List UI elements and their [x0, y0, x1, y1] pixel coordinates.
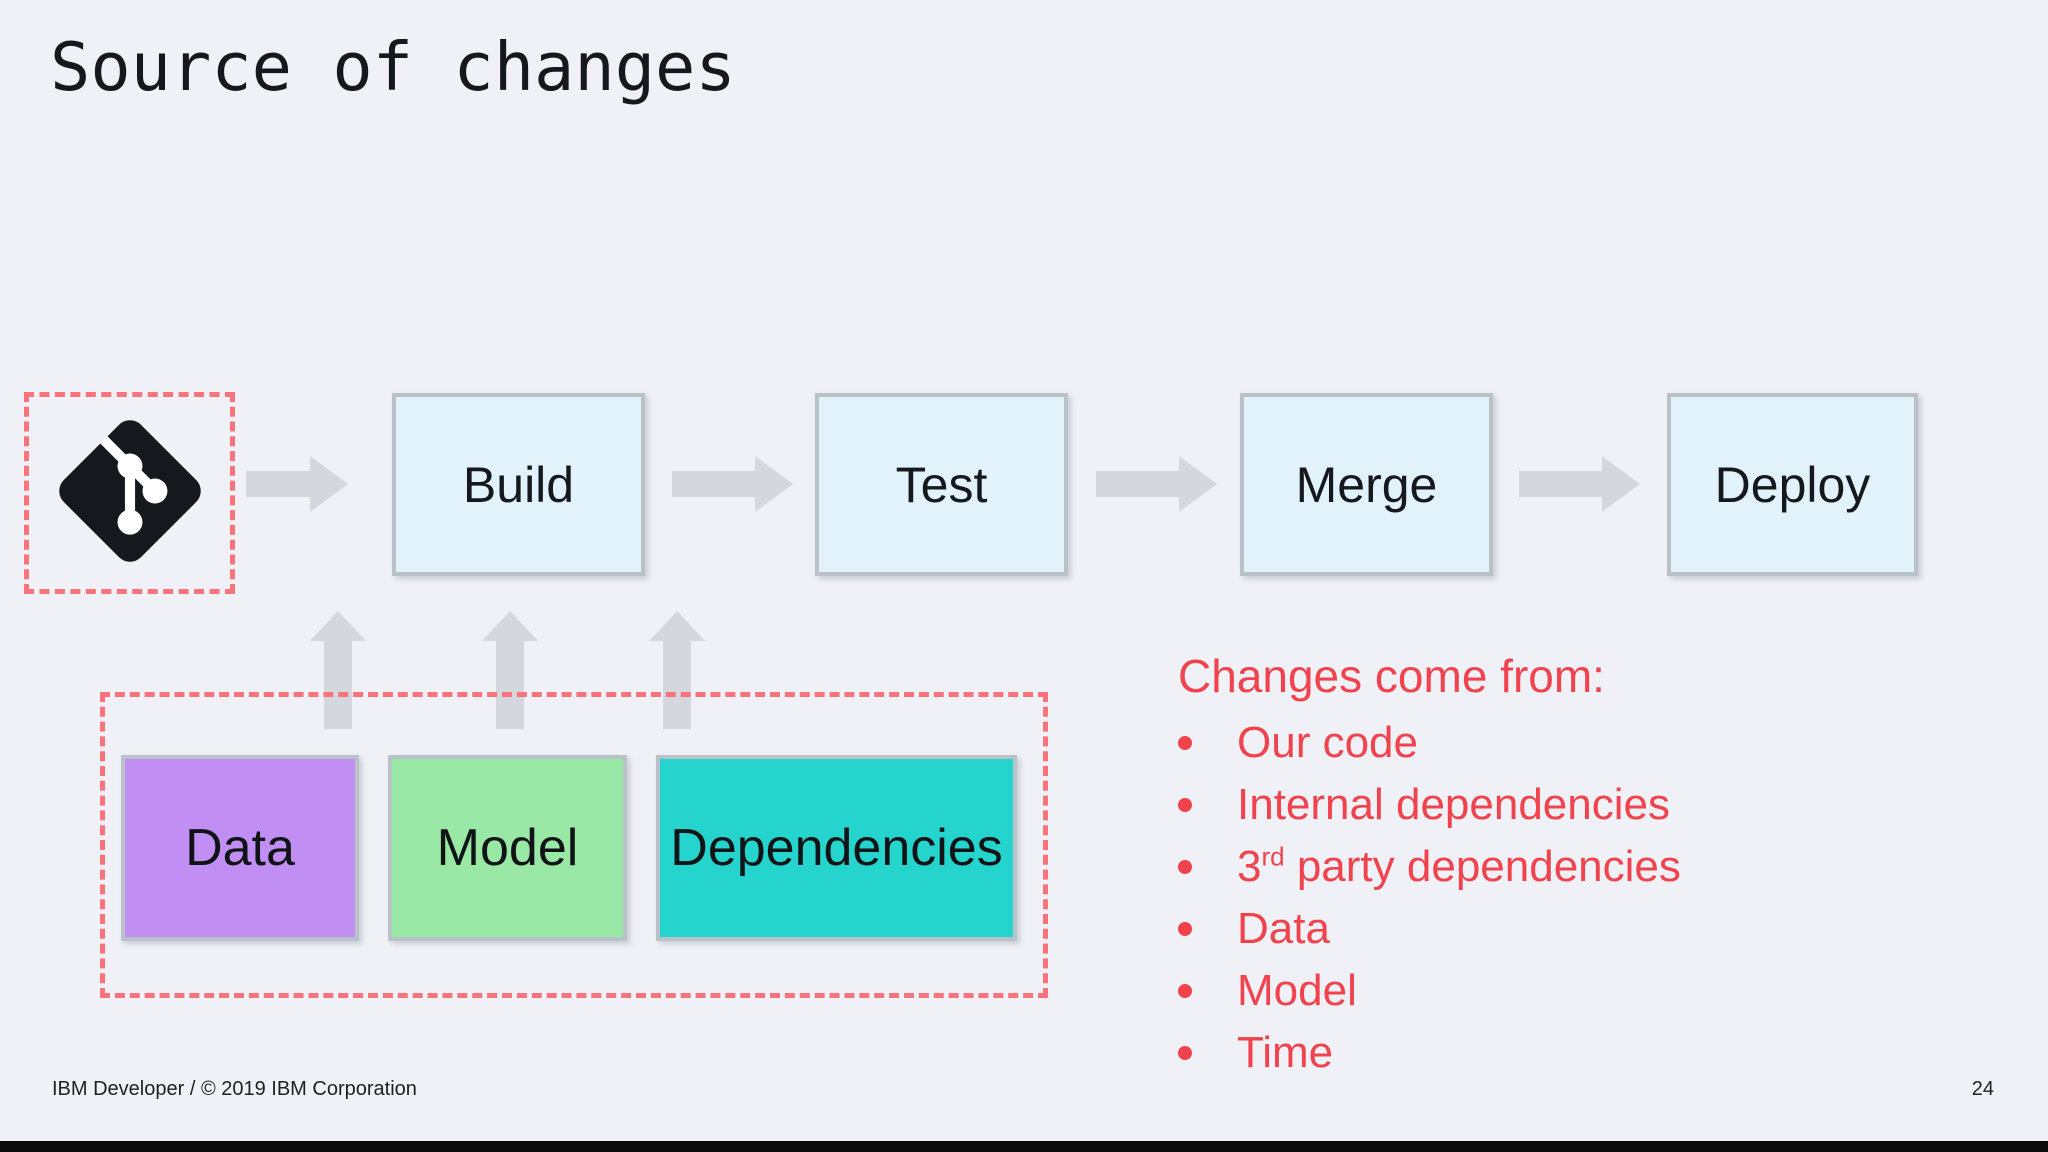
source-box-data: Data — [121, 755, 359, 941]
git-icon — [52, 413, 208, 574]
source-box-dependencies: Dependencies — [656, 755, 1017, 941]
arrow-up-icon — [310, 611, 366, 734]
bullet-icon — [1178, 736, 1192, 750]
bullet-icon — [1178, 984, 1192, 998]
stage-deploy: Deploy — [1667, 393, 1918, 576]
bullet-icon — [1178, 922, 1192, 936]
list-item: 3rd party dependencies — [1178, 836, 1798, 898]
stage-merge-label: Merge — [1295, 456, 1438, 513]
stage-build-label: Build — [462, 456, 575, 513]
stage-merge: Merge — [1240, 393, 1493, 576]
list-item-text: Model — [1237, 966, 1357, 1015]
list-item: Internal dependencies — [1178, 774, 1798, 836]
stage-test: Test — [815, 393, 1068, 576]
source-box-model: Model — [388, 755, 627, 941]
list-item-text: Our code — [1237, 718, 1418, 767]
list-item: Our code — [1178, 712, 1798, 774]
list-item-text: 3rd party dependencies — [1237, 841, 1681, 891]
slide-bottom-bar — [0, 1141, 2048, 1152]
changes-list-items: Our code Internal dependencies 3rd party… — [1178, 712, 1798, 1084]
source-box-dependencies-label: Dependencies — [670, 819, 1003, 877]
bullet-icon — [1178, 1046, 1192, 1060]
arrow-right-icon — [672, 456, 793, 517]
source-box-model-label: Model — [436, 819, 579, 877]
change-sources-group-border — [100, 692, 1048, 998]
list-item: Data — [1178, 898, 1798, 960]
changes-list-heading: Changes come from: — [1178, 650, 1605, 702]
stage-build: Build — [392, 393, 645, 576]
stage-test-label: Test — [895, 456, 988, 513]
arrow-right-icon — [1096, 456, 1217, 517]
page-number: 24 — [1971, 1078, 1994, 1100]
changes-list: Changes come from: Our code Internal dep… — [1178, 648, 1798, 1084]
list-item: Time — [1178, 1022, 1798, 1084]
page-title: Source of changes — [50, 28, 736, 106]
arrow-up-icon — [649, 611, 705, 734]
list-item: Model — [1178, 960, 1798, 1022]
list-item-text: Internal dependencies — [1237, 780, 1670, 829]
arrow-up-icon — [482, 611, 538, 734]
bullet-icon — [1178, 798, 1192, 812]
footer-copyright: IBM Developer / © 2019 IBM Corporation — [52, 1078, 417, 1100]
arrow-right-icon — [246, 456, 348, 517]
stage-deploy-label: Deploy — [1714, 456, 1871, 513]
list-item-text: Data — [1237, 904, 1330, 953]
ordinal-superscript: rd — [1261, 841, 1285, 872]
arrow-right-icon — [1519, 456, 1640, 517]
list-item-text: Time — [1237, 1028, 1334, 1077]
git-source-box — [24, 392, 235, 594]
bullet-icon — [1178, 860, 1192, 874]
source-box-data-label: Data — [185, 819, 295, 877]
